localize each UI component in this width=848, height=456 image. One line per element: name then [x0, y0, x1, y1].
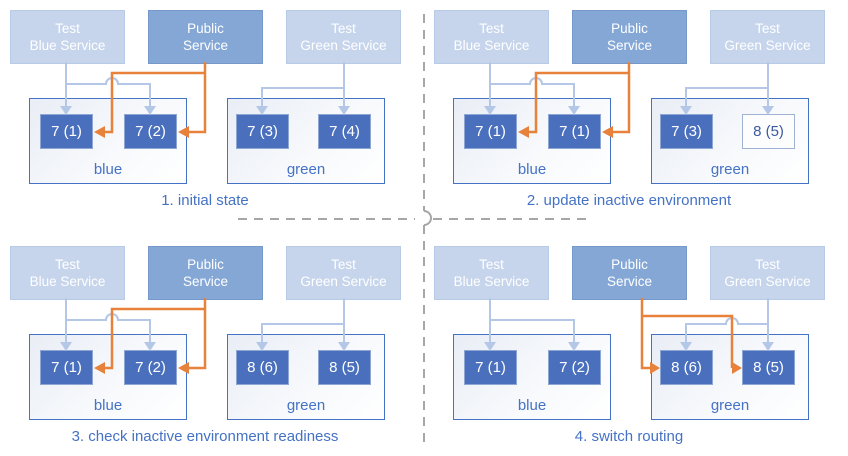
test-blue-service-label-line2: Blue Service	[29, 274, 106, 289]
test-blue-service-box: Test Blue Service	[434, 10, 549, 64]
step-3-check-readiness-panel: Test Blue Service Public Service Test Gr…	[0, 236, 424, 456]
public-service-label-line1: Public	[187, 21, 224, 36]
public-service-label-line1: Public	[187, 257, 224, 272]
pod-blue-2: 7 (2)	[124, 114, 177, 149]
test-green-service-label-line2: Green Service	[300, 274, 387, 289]
green-environment-label: green	[286, 397, 326, 414]
blue-environment-label: blue	[93, 161, 123, 178]
test-green-service-label-line1: Test	[755, 257, 780, 272]
pod-green-2: 8 (5)	[742, 350, 795, 385]
public-service-label-line2: Service	[606, 274, 652, 289]
public-service-label-line1: Public	[611, 21, 648, 36]
pod-blue-2: 7 (2)	[548, 350, 601, 385]
public-service-label-line1: Public	[611, 257, 648, 272]
step-caption: 1. initial state	[161, 192, 249, 209]
test-green-service-label-line2: Green Service	[724, 274, 811, 289]
pod-blue-1: 7 (1)	[464, 350, 517, 385]
test-blue-service-label-line1: Test	[479, 257, 504, 272]
pod-green-2-creating: 8 (5)	[742, 114, 795, 149]
pod-green-2: 7 (4)	[318, 114, 371, 149]
public-service-box: Public Service	[148, 246, 263, 300]
green-environment-label: green	[286, 161, 326, 178]
test-blue-service-label-line1: Test	[55, 21, 80, 36]
pod-green-1: 7 (3)	[660, 114, 713, 149]
public-service-label-line2: Service	[606, 38, 652, 53]
pod-green-1: 8 (6)	[236, 350, 289, 385]
pod-blue-1: 7 (1)	[40, 350, 93, 385]
public-route-line	[613, 62, 631, 134]
pod-blue-2: 7 (1)	[548, 114, 601, 149]
public-route-line	[189, 298, 207, 370]
step-caption: 4. switch routing	[574, 428, 684, 445]
pod-green-1: 7 (3)	[236, 114, 289, 149]
step-2-update-inactive-environment-panel: Test Blue Service Public Service Test Gr…	[424, 0, 848, 228]
test-blue-service-label-line1: Test	[479, 21, 504, 36]
test-blue-service-box: Test Blue Service	[10, 10, 125, 64]
test-blue-service-label-line2: Blue Service	[29, 38, 106, 53]
test-blue-service-box: Test Blue Service	[434, 246, 549, 300]
test-green-service-label-line1: Test	[755, 21, 780, 36]
test-green-service-label-line1: Test	[331, 21, 356, 36]
test-blue-service-label-line2: Blue Service	[453, 274, 530, 289]
test-blue-service-label-line1: Test	[55, 257, 80, 272]
test-blue-service-box: Test Blue Service	[10, 246, 125, 300]
step-caption: 3. check inactive environment readiness	[71, 428, 339, 445]
blue-environment-label: blue	[93, 397, 123, 414]
test-green-service-label-line1: Test	[331, 257, 356, 272]
public-service-label-line2: Service	[182, 274, 228, 289]
public-service-label-line2: Service	[182, 38, 228, 53]
pod-green-2: 8 (5)	[318, 350, 371, 385]
public-service-box: Public Service	[572, 246, 687, 300]
step-1-initial-state-panel: Test Blue Service Public Service Test Gr…	[0, 0, 424, 228]
pod-blue-1: 7 (1)	[40, 114, 93, 149]
test-green-service-label-line2: Green Service	[300, 38, 387, 53]
test-green-service-box: Test Green Service	[710, 246, 825, 300]
blue-environment-label: blue	[517, 161, 547, 178]
blue-environment-label: blue	[517, 397, 547, 414]
public-service-box: Public Service	[148, 10, 263, 64]
public-route-line	[640, 298, 650, 370]
test-green-service-label-line2: Green Service	[724, 38, 811, 53]
step-caption: 2. update inactive environment	[526, 192, 732, 209]
green-environment-label: green	[710, 397, 750, 414]
step-4-switch-routing-panel: Test Blue Service Public Service Test Gr…	[424, 236, 848, 456]
pod-blue-1: 7 (1)	[464, 114, 517, 149]
pod-blue-2: 7 (2)	[124, 350, 177, 385]
test-green-service-box: Test Green Service	[286, 10, 401, 64]
test-green-service-box: Test Green Service	[710, 10, 825, 64]
test-blue-service-label-line2: Blue Service	[453, 38, 530, 53]
public-route-line	[189, 62, 207, 134]
pod-green-1: 8 (6)	[660, 350, 713, 385]
test-green-service-box: Test Green Service	[286, 246, 401, 300]
public-service-box: Public Service	[572, 10, 687, 64]
green-environment-label: green	[710, 161, 750, 178]
